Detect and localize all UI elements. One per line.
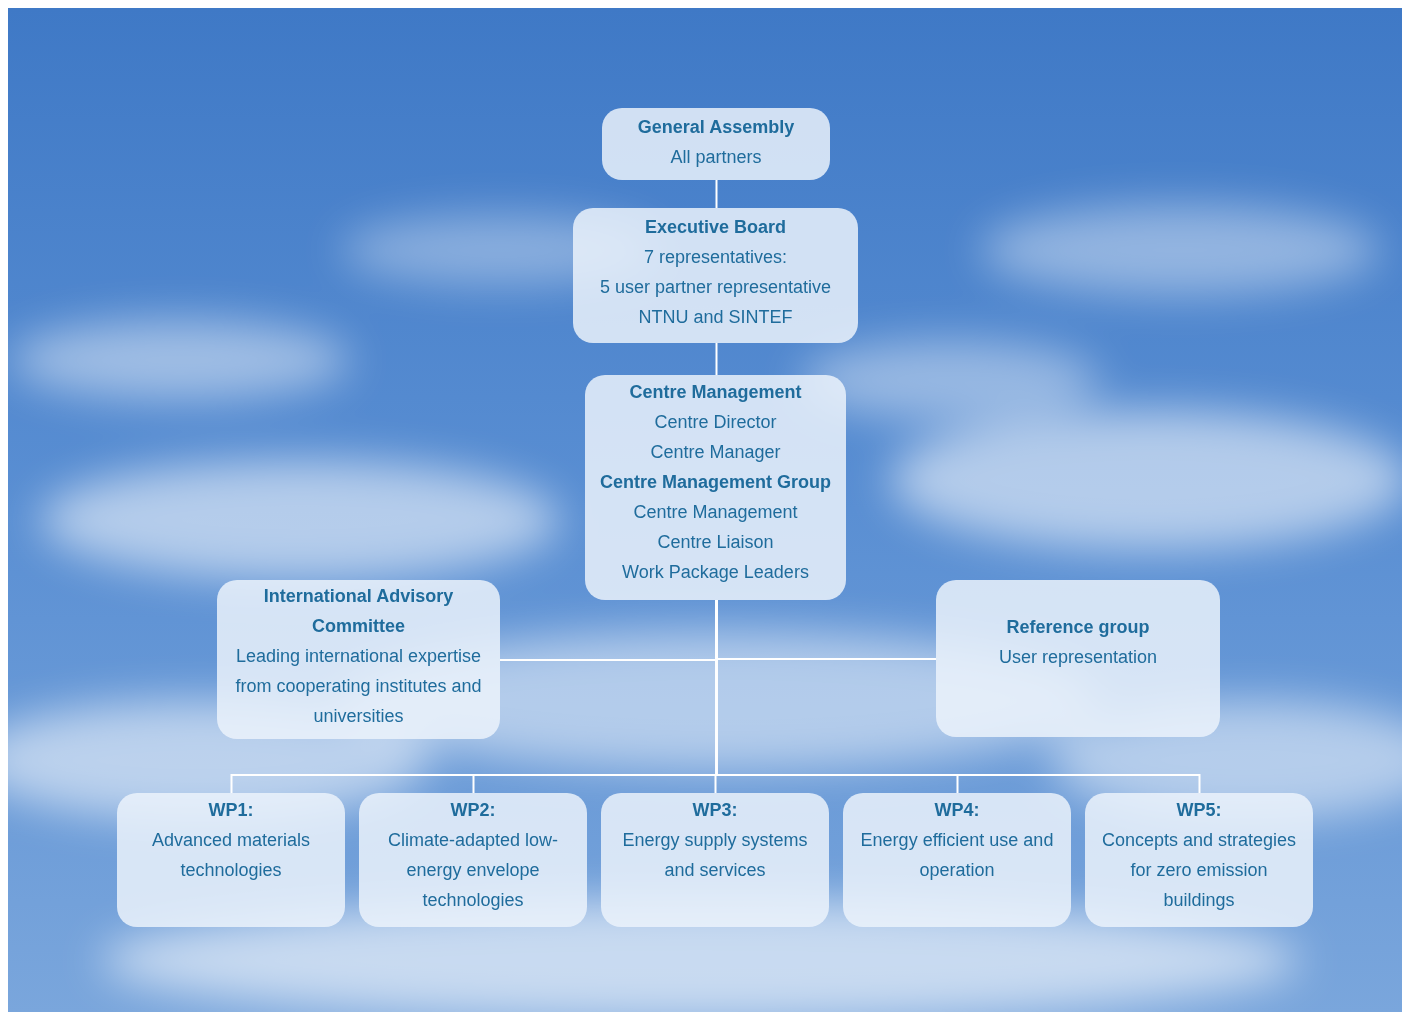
org-box: Reference groupUser representation [936,580,1220,737]
box-text: Energy efficient use and operation [853,825,1061,885]
box-heading: International Advisory Committee [227,581,490,641]
box-heading: WP3: [693,795,738,825]
box-text: 5 user partner representative [600,272,831,302]
connector-line [717,600,958,793]
box-text: Concepts and strategies for zero emissio… [1095,825,1303,915]
box-text: Centre Director [654,407,776,437]
box-heading: General Assembly [638,112,794,142]
box-heading: Centre Management [629,377,801,407]
box-text: NTNU and SINTEF [638,302,792,332]
org-box: International Advisory CommitteeLeading … [217,580,500,739]
org-box: WP3:Energy supply systems and services [601,793,829,927]
box-heading: Executive Board [645,212,786,242]
box-heading: Centre Management Group [600,467,831,497]
box-text: All partners [670,142,761,172]
box-text: Work Package Leaders [622,557,809,587]
box-text: User representation [999,642,1157,672]
org-box: General AssemblyAll partners [602,108,830,180]
connector-line [500,600,717,660]
box-text: 7 representatives: [644,242,787,272]
org-box: WP5:Concepts and strategies for zero emi… [1085,793,1313,927]
box-text: Centre Manager [650,437,780,467]
org-box: WP4:Energy efficient use and operation [843,793,1071,927]
connector-line [716,180,718,208]
box-heading: WP1: [209,795,254,825]
connector-line [474,600,717,793]
box-heading: WP2: [451,795,496,825]
connector-line [716,343,718,375]
connector-line [717,600,937,659]
box-heading: Reference group [1006,612,1149,642]
box-heading: WP5: [1177,795,1222,825]
box-text: Advanced materials technologies [127,825,335,885]
org-box: Centre ManagementCentre DirectorCentre M… [585,375,846,600]
box-heading: WP4: [935,795,980,825]
org-box: WP2:Climate-adapted low-energy envelope … [359,793,587,927]
box-text: Energy supply systems and services [611,825,819,885]
box-text: Leading international expertise from coo… [227,641,490,731]
org-box: Executive Board7 representatives:5 user … [573,208,858,343]
box-text: Centre Liaison [657,527,773,557]
box-text: Centre Management [633,497,797,527]
box-text: Climate-adapted low-energy envelope tech… [369,825,577,915]
org-box: WP1:Advanced materials technologies [117,793,345,927]
